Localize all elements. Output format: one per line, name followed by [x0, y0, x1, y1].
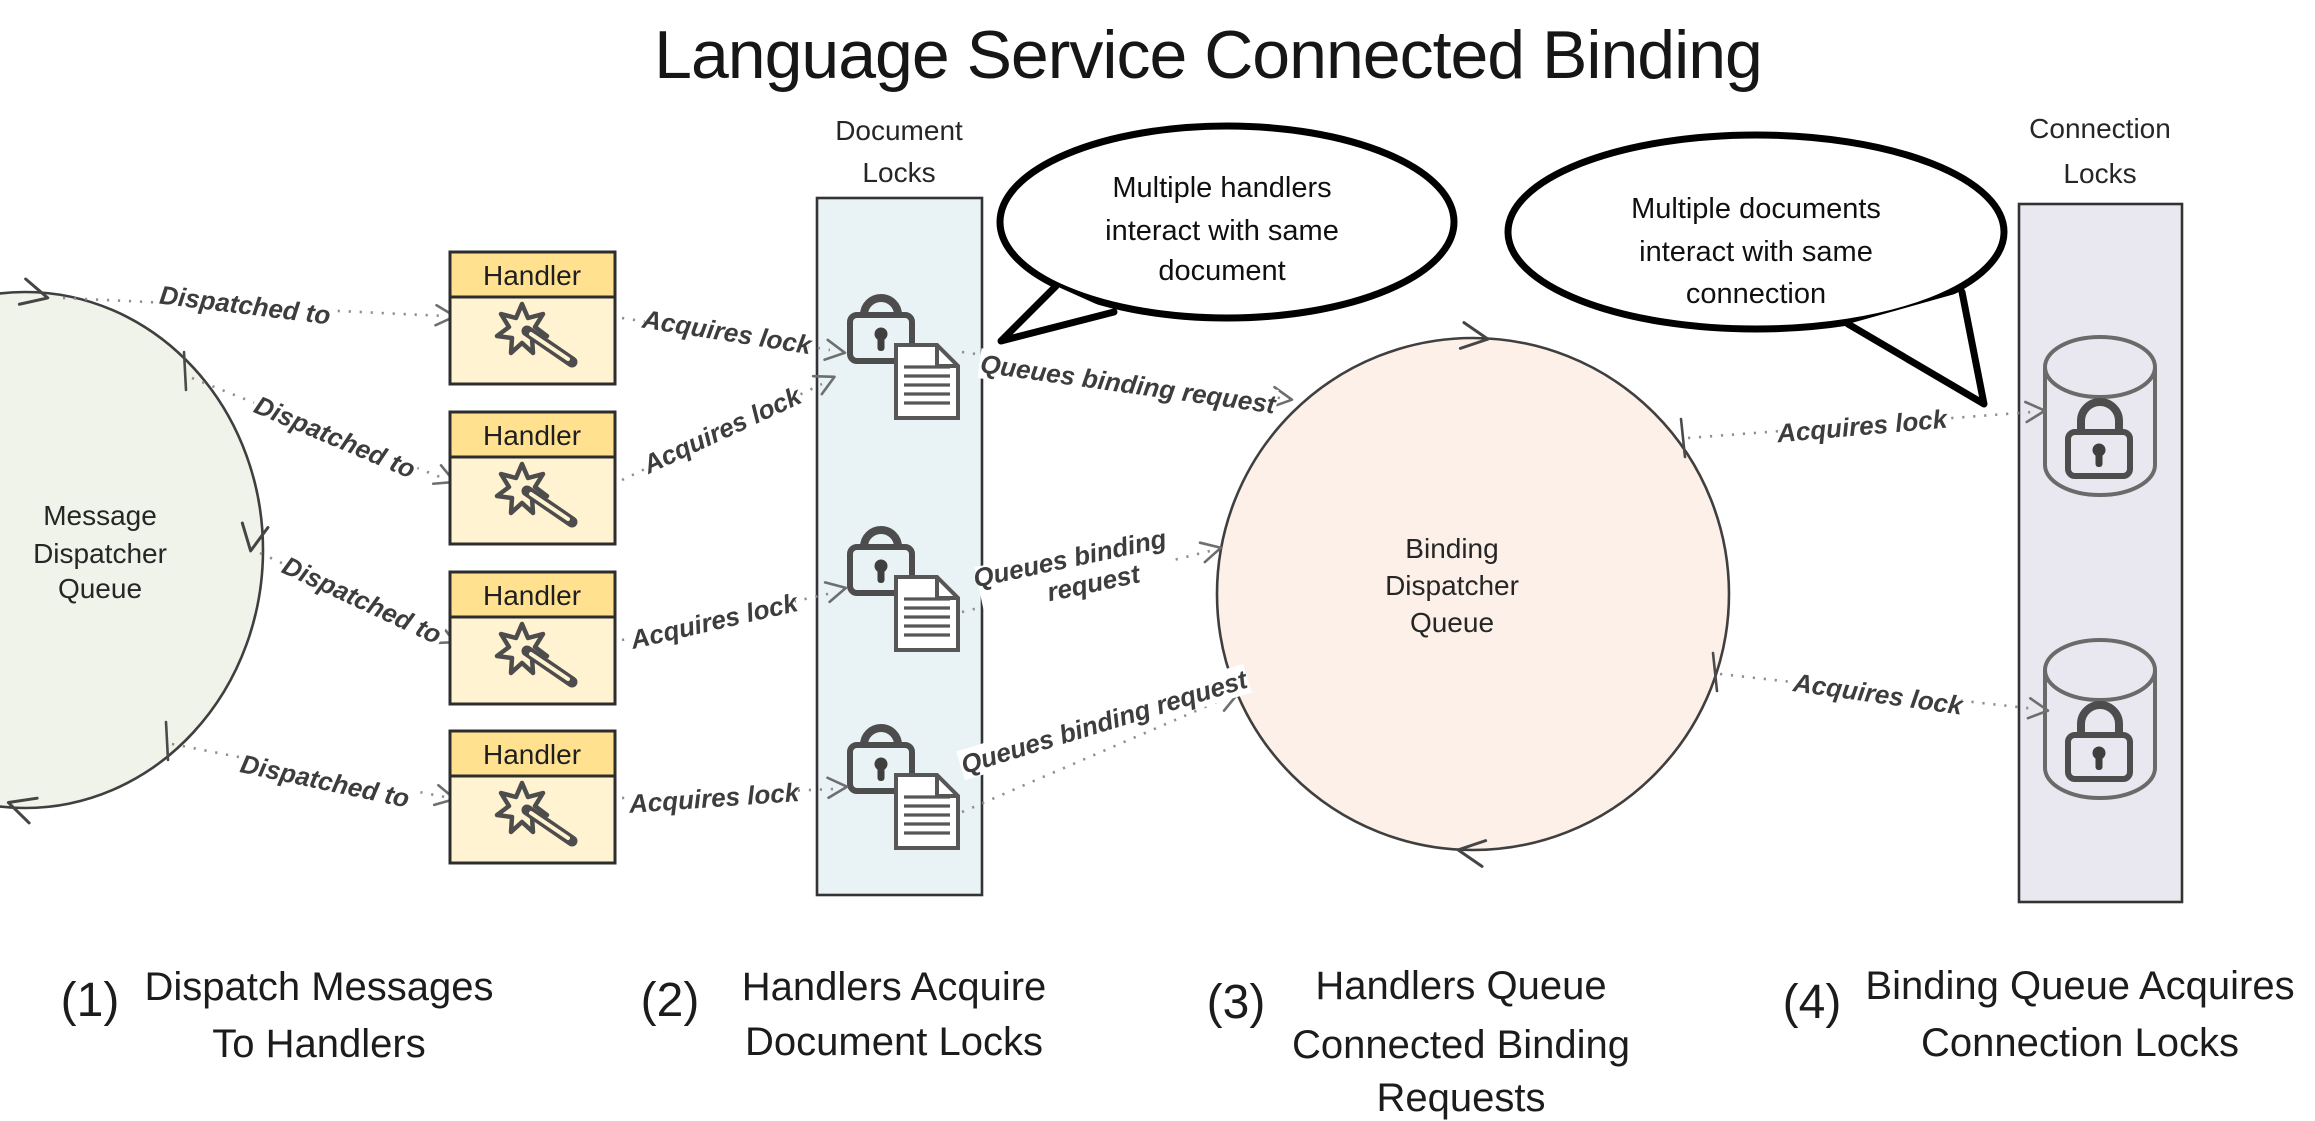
lock-document-icon: [847, 724, 960, 850]
database-lock-icon: [2043, 638, 2157, 800]
caption-line: Connected Binding: [1292, 1023, 1630, 1067]
magic-wand-icon: [494, 461, 578, 528]
edge-start-tick: [164, 720, 170, 762]
connection-locks-label: Connection: [2029, 113, 2171, 144]
caption-number: (4): [1783, 976, 1842, 1029]
svg-text:Acquires lock: Acquires lock: [1790, 667, 1966, 721]
flow-arrow-icon: [1458, 321, 1490, 350]
message-queue-label: Queue: [58, 573, 142, 604]
edge-label-dispatched-to: Dispatched to: [248, 388, 422, 486]
edge-start-tick: [1679, 417, 1687, 459]
bubble-text: document: [1158, 255, 1285, 287]
handler-node: Handler: [448, 570, 617, 706]
caption-line: Handlers Acquire: [742, 965, 1047, 1009]
caption-line: Requests: [1377, 1076, 1546, 1120]
svg-text:Dispatched to: Dispatched to: [278, 550, 447, 650]
caption-number: (3): [1207, 976, 1266, 1029]
handler-node: Handler: [448, 729, 617, 865]
handler-label: Handler: [483, 580, 581, 611]
handler-label: Handler: [483, 260, 581, 291]
bubble-text: connection: [1686, 278, 1826, 310]
edges: Dispatched to Dispatched to Dispatched t…: [62, 279, 2050, 819]
magic-wand-icon: [494, 301, 578, 368]
flow-arrow-icon: [240, 521, 270, 553]
document-locks-label: Document: [835, 115, 963, 146]
edge-label-queues-binding-request: Queues binding request: [971, 523, 1174, 628]
caption-line: Document Locks: [745, 1020, 1043, 1064]
binding-queue-circle: [1215, 336, 1731, 852]
page-title: Language Service Connected Binding: [654, 17, 1762, 93]
binding-queue-label: Binding: [1405, 533, 1498, 564]
edge-start-tick: [1711, 651, 1719, 693]
edge-label-dispatched-to: Dispatched to: [275, 549, 449, 651]
caption-number: (1): [61, 974, 120, 1027]
binding-queue-label: Queue: [1410, 607, 1494, 638]
message-queue-label: Message: [43, 500, 157, 531]
handler-label: Handler: [483, 739, 581, 770]
svg-text:Queues binding request: Queues binding request: [957, 664, 1252, 780]
connection-locks-label: Locks: [2063, 158, 2136, 189]
connection-locks-column: Connection Locks: [2017, 113, 2184, 904]
svg-text:Acquires lock: Acquires lock: [627, 587, 802, 655]
caption-line: Handlers Queue: [1315, 964, 1606, 1008]
handler-node: Handler: [448, 250, 617, 386]
edge-label-queues-binding-request: Queues binding request: [956, 664, 1252, 781]
svg-text:Acquires lock: Acquires lock: [627, 777, 802, 819]
caption-line: Connection Locks: [1921, 1021, 2239, 1065]
svg-text:Acquires lock: Acquires lock: [1775, 403, 1950, 448]
bubble-text: Multiple documents: [1631, 193, 1881, 225]
bubble-text: interact with same: [1639, 236, 1873, 268]
edge-label-acquires-lock: Acquires lock: [1790, 667, 1966, 721]
lock-document-icon: [847, 294, 960, 420]
caption-number: (2): [641, 974, 700, 1027]
handlers: Handler Handler Handler: [448, 250, 617, 865]
bubble-text: Multiple handlers: [1112, 172, 1331, 204]
magic-wand-icon: [494, 621, 578, 688]
edge-label-acquires-lock: Acquires lock: [637, 380, 807, 480]
flow-arrow-icon: [17, 277, 50, 306]
edge-label-acquires-lock: Acquires lock: [639, 304, 815, 361]
document-locks-column: Document Locks: [815, 115, 984, 897]
edge-start-tick: [182, 350, 188, 392]
edge-label-acquires-lock: Acquires lock: [1775, 403, 1950, 448]
database-lock-icon: [2043, 335, 2157, 497]
edge-label-queues-binding-request: Queues binding request: [977, 348, 1279, 420]
svg-text:Dispatched to: Dispatched to: [250, 390, 420, 485]
edge-label-dispatched-to: Dispatched to: [235, 748, 415, 814]
binding-dispatcher-queue: Binding Dispatcher Queue: [1215, 321, 1731, 868]
magic-wand-icon: [494, 780, 578, 847]
bubble-text: interact with same: [1105, 215, 1339, 247]
message-queue-circle: [0, 290, 265, 810]
flow-arrow-icon: [1456, 839, 1488, 868]
svg-text:Queues binding request: Queues binding request: [979, 348, 1279, 419]
binding-queue-label: Dispatcher: [1385, 570, 1519, 601]
edge-label-acquires-lock: Acquires lock: [627, 587, 802, 655]
svg-text:Dispatched to: Dispatched to: [238, 748, 413, 813]
handler-node: Handler: [448, 410, 617, 546]
svg-text:Dispatched to: Dispatched to: [158, 280, 332, 331]
handler-label: Handler: [483, 420, 581, 451]
message-dispatcher-queue: Message Dispatcher Queue: [0, 277, 270, 825]
speech-bubble-handlers: Multiple handlers interact with same doc…: [996, 122, 1458, 345]
svg-text:Acquires lock: Acquires lock: [637, 380, 807, 480]
caption-line: Dispatch Messages: [144, 965, 493, 1009]
edge-label-dispatched-to: Dispatched to: [155, 279, 335, 331]
flow-arrow-icon: [6, 796, 39, 825]
document-locks-label: Locks: [862, 157, 935, 188]
speech-bubble-documents: Multiple documents interact with same co…: [1504, 131, 2008, 408]
captions: (1) Dispatch Messages To Handlers (2) Ha…: [61, 964, 2295, 1120]
edge-label-acquires-lock: Acquires lock: [627, 777, 802, 819]
message-queue-label: Dispatcher: [33, 538, 167, 569]
lock-document-icon: [847, 526, 960, 652]
svg-text:Acquires lock: Acquires lock: [639, 304, 815, 361]
caption-line: To Handlers: [212, 1022, 425, 1066]
caption-line: Binding Queue Acquires: [1865, 964, 2294, 1008]
